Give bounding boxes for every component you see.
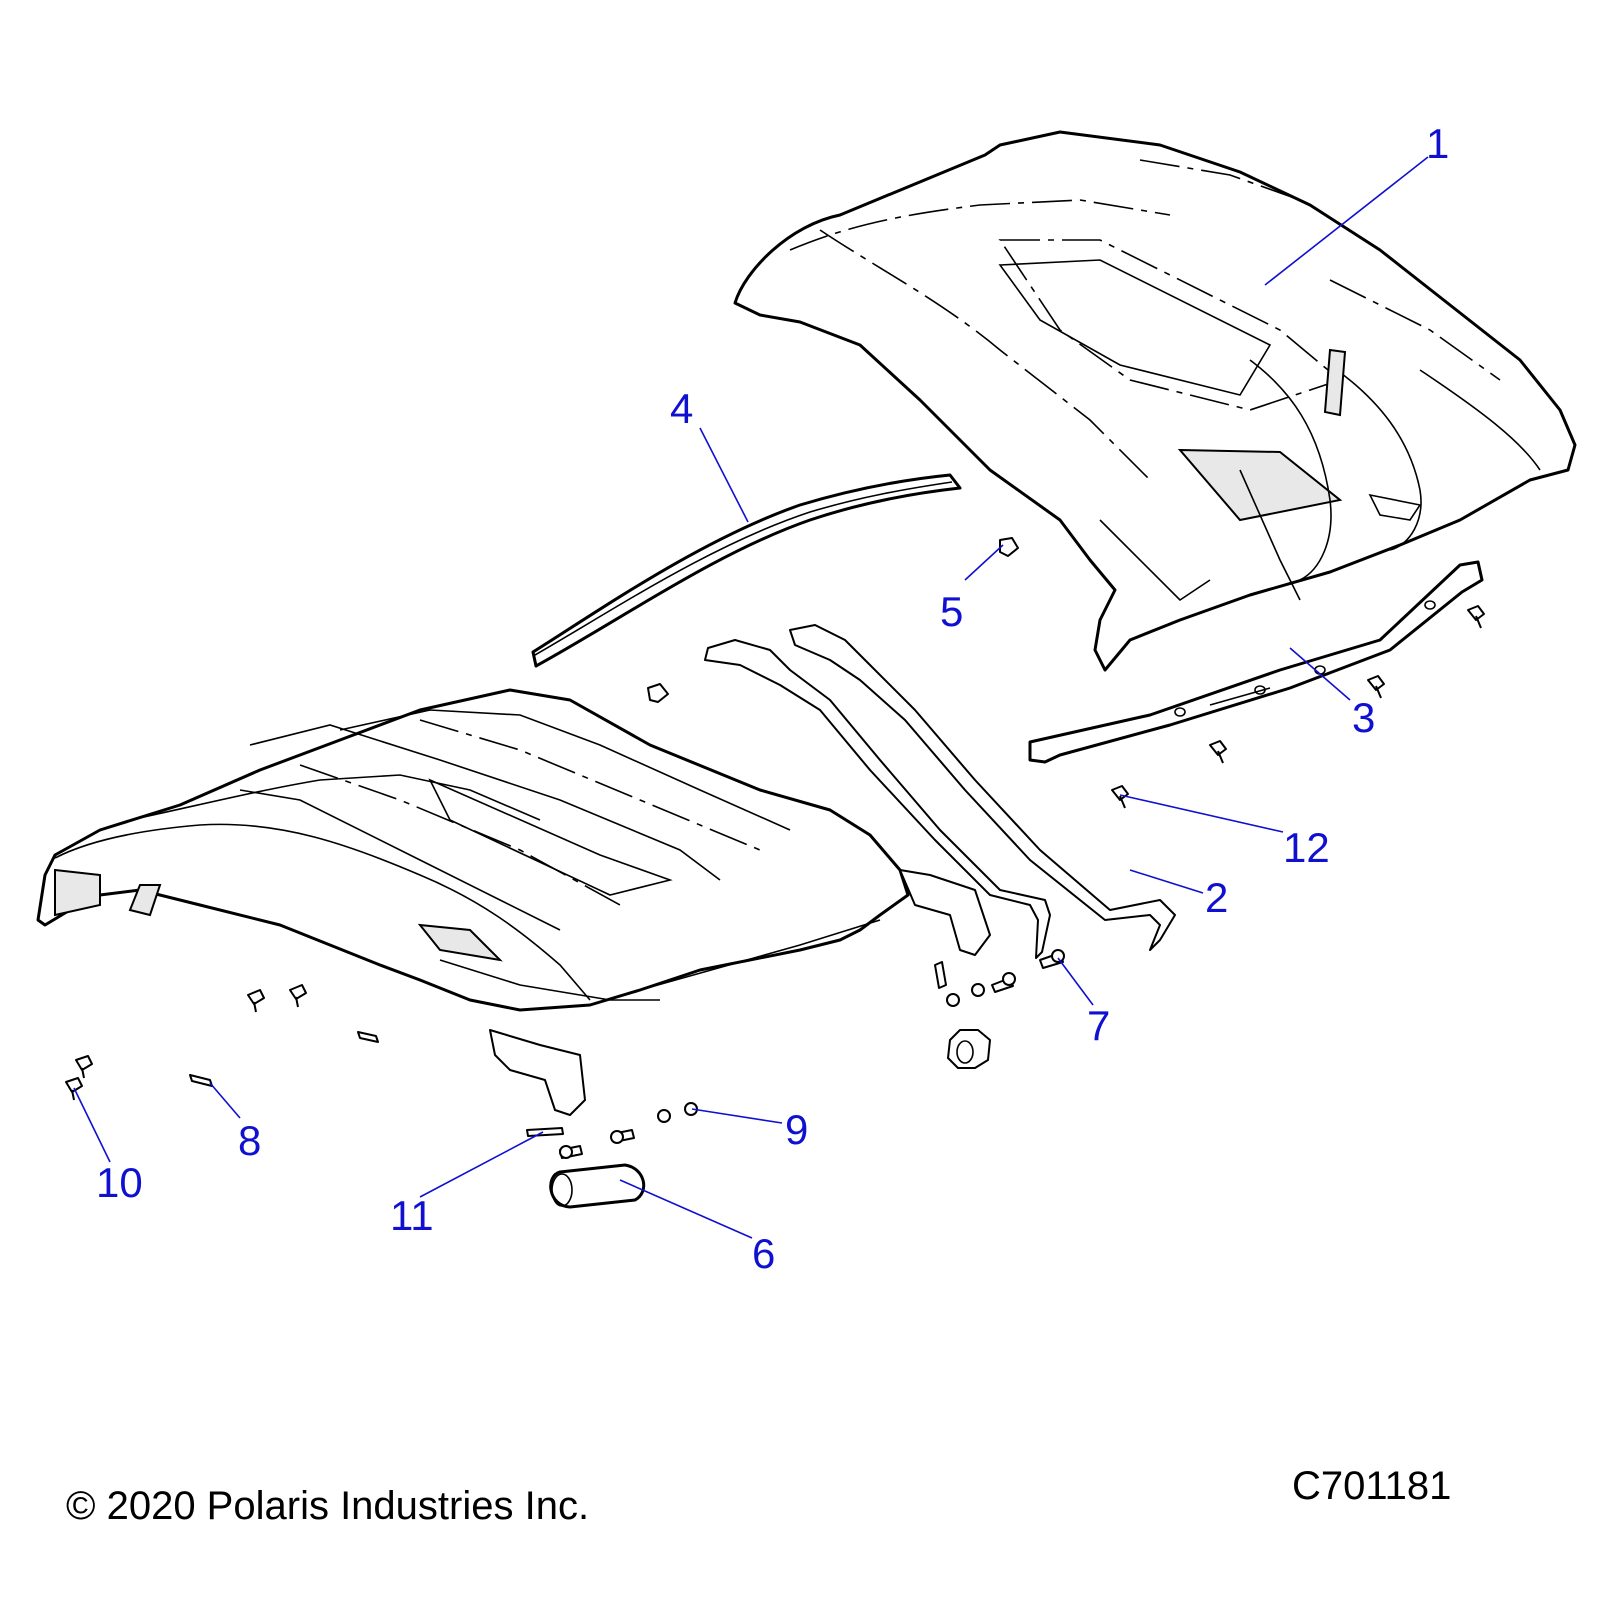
callout-6[interactable]: 6 (619, 1179, 775, 1277)
callout-5[interactable]: 5 (940, 544, 1004, 635)
callout-8[interactable]: 8 (209, 1082, 261, 1164)
leader-line-11 (419, 1131, 544, 1198)
callout-label-11: 11 (390, 1192, 434, 1239)
callout-label-10: 10 (96, 1159, 143, 1206)
leader-line-8 (209, 1082, 241, 1119)
callout-4[interactable]: 4 (670, 385, 749, 523)
callout-label-2: 2 (1205, 874, 1228, 921)
clip-5 (999, 537, 1019, 557)
callout-label-7: 7 (1087, 1002, 1110, 1049)
leader-line-3 (1289, 647, 1351, 701)
seal-strips (704, 624, 1176, 959)
callout-7[interactable]: 7 (1057, 957, 1110, 1049)
copyright-notice: © 2020 Polaris Industries Inc. (66, 1484, 590, 1528)
leader-line-9 (691, 1108, 783, 1124)
bushing-upper (947, 1029, 991, 1069)
callout-label-3: 3 (1352, 694, 1375, 741)
fasteners-lower (526, 1102, 698, 1159)
callout-label-6: 6 (752, 1230, 775, 1277)
bushing-lower (549, 1163, 646, 1209)
leader-line-7 (1057, 957, 1094, 1006)
leader-line-4 (699, 427, 749, 523)
drawing-number: C701181 (1292, 1464, 1452, 1508)
weather-strip (531, 473, 962, 668)
callout-12[interactable]: 12 (1119, 794, 1330, 871)
roof-panel-rear (733, 130, 1577, 672)
callout-3[interactable]: 3 (1289, 647, 1375, 741)
callout-label-1: 1 (1426, 120, 1449, 167)
leader-line-2 (1129, 869, 1204, 894)
callout-11[interactable]: 11 (390, 1131, 544, 1239)
trim-bar (1028, 560, 1484, 764)
callout-10[interactable]: 10 (73, 1087, 143, 1206)
callout-label-5: 5 (940, 588, 963, 635)
callout-1[interactable]: 1 (1264, 120, 1449, 286)
callout-9[interactable]: 9 (691, 1106, 808, 1153)
fasteners-left (65, 984, 379, 1101)
leader-line-5 (964, 544, 1004, 581)
callout-label-9: 9 (785, 1106, 808, 1153)
hardware-7 (934, 949, 1065, 1007)
roof-panel-front (36, 688, 991, 1116)
leader-line-10 (73, 1087, 111, 1163)
callout-2[interactable]: 2 (1129, 869, 1228, 921)
callout-label-8: 8 (238, 1117, 261, 1164)
callout-label-12: 12 (1283, 824, 1330, 871)
leader-line-6 (619, 1179, 753, 1239)
leader-line-12 (1119, 794, 1284, 833)
screws-12 (1111, 605, 1485, 809)
leader-line-1 (1264, 156, 1429, 286)
clip-small (647, 683, 669, 703)
callout-label-4: 4 (670, 385, 693, 432)
